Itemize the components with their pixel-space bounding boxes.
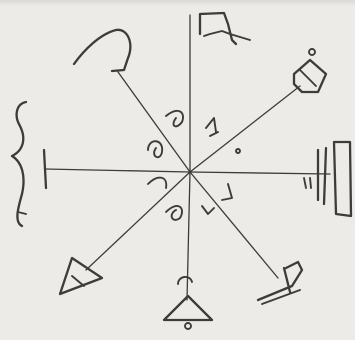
ray-east [190,172,330,174]
inner-glyphs [148,111,240,220]
ray-south-west [86,172,190,270]
symbol-northwest-hook [74,30,130,71]
glyph-ne-dot [236,149,240,153]
symbol-southwest-triangle [60,258,102,294]
ray-north-west [118,72,190,172]
ray-west [45,169,190,172]
symbol-southeast-box [258,262,302,304]
glyph-sw [166,206,182,220]
paper-edge-shadow [0,0,355,6]
symbol-east-bars [304,142,351,216]
ray-south [187,172,190,300]
glyph-south [202,206,214,214]
ray-north-east [190,86,300,172]
glyph-west [148,178,166,188]
glyph-east [222,184,232,200]
symbol-northeast-square [294,49,326,92]
ray-south-east [190,172,278,278]
glyph-nw-lower [148,141,162,157]
rays [45,15,330,300]
symbol-west-brace [12,102,46,226]
glyph-ne-upper [206,118,218,136]
symbol-north-flag [200,13,250,44]
glyph-nw-upper [166,111,183,126]
